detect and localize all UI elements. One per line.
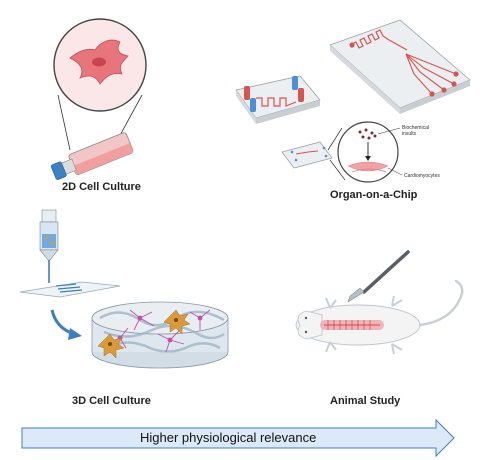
label-cardiomyocytes: Cardiomyocytes: [404, 173, 440, 179]
caption-organ-on-a-chip: Organ-on-a-Chip: [330, 189, 418, 201]
caption-animal-study: Animal Study: [330, 395, 401, 407]
microfluidic-chip-large: [329, 19, 471, 114]
label-biochemical-insults: Biochemical insults: [402, 125, 429, 137]
microfluidic-chip-medium: [235, 75, 321, 124]
microfluidic-chip-small: [281, 141, 333, 169]
culture-flask: [50, 132, 134, 180]
relevance-arrow-label: Higher physiological relevance: [140, 430, 317, 445]
culture-2d-illustration: [50, 18, 147, 180]
scalpel-icon: [347, 250, 410, 303]
caption-2d-cell-culture: 2D Cell Culture: [62, 181, 141, 193]
bioprinter-nozzle: [39, 209, 59, 283]
insult-dots: [358, 128, 377, 140]
organ-chip-illustration: [235, 19, 471, 183]
rat-icon: [295, 279, 464, 355]
relevance-arrow: [21, 418, 455, 458]
caption-3d-cell-culture: 3D Cell Culture: [72, 395, 151, 407]
hydrogel-dish: [91, 301, 229, 369]
culture-3d-illustration: [19, 209, 229, 369]
animal-study-illustration: [295, 250, 464, 355]
